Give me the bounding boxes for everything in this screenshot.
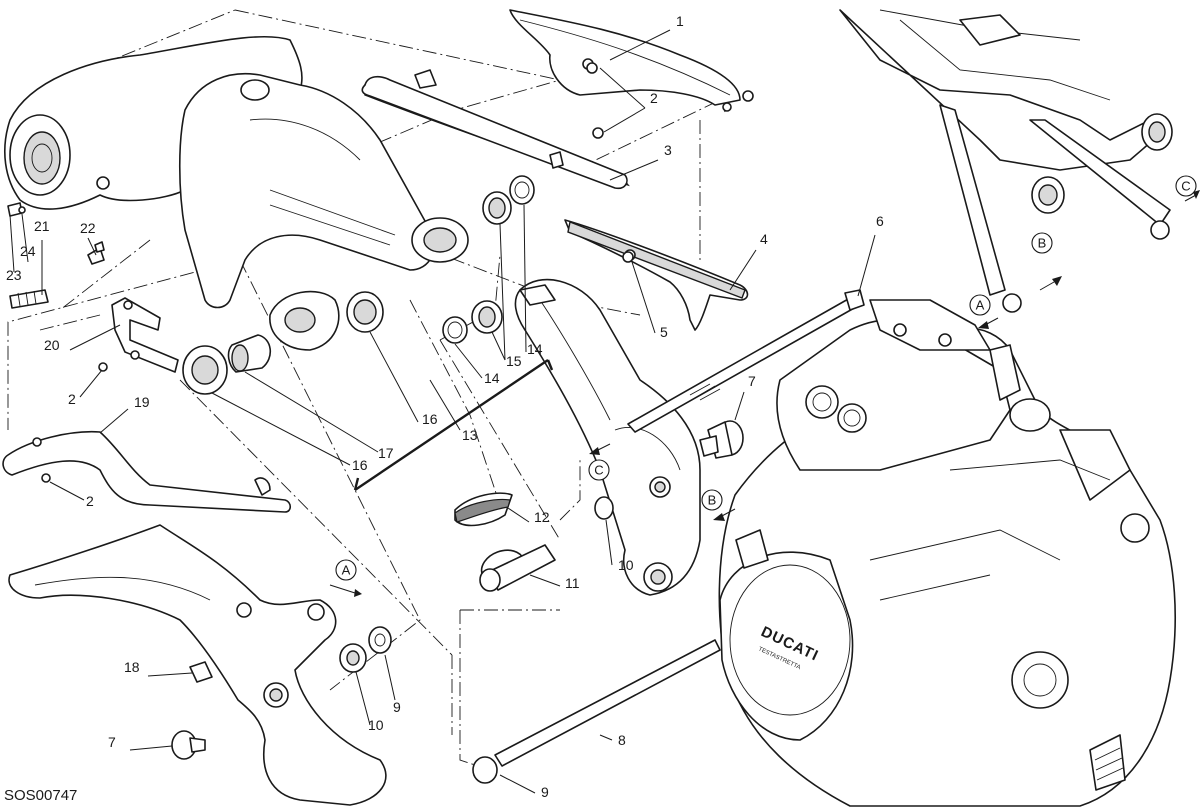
callout-label: 15 <box>506 353 522 369</box>
footrest-bracket <box>8 524 387 806</box>
callout-label: 5 <box>660 324 668 340</box>
rod-6 <box>627 289 865 433</box>
reference-marker-circle <box>335 559 357 581</box>
reference-marker: C <box>588 459 610 481</box>
reference-marker-letter: B <box>708 493 717 508</box>
callout-label: 17 <box>378 445 394 461</box>
engine: DUCATI TESTASTRETTA <box>718 299 1176 807</box>
reference-marker: B <box>1031 232 1053 254</box>
callout-label: 14 <box>527 341 543 357</box>
drawing-code: SOS00747 <box>4 787 77 804</box>
reference-arrows <box>329 190 1200 597</box>
callout-label: 6 <box>876 213 884 229</box>
callout-label: 10 <box>618 557 634 573</box>
chain-slider <box>361 69 630 190</box>
subframe <box>839 9 1173 313</box>
reference-marker: B <box>701 489 723 511</box>
callout-label: 11 <box>565 575 580 591</box>
reference-marker: C <box>1175 175 1197 197</box>
callout-label: 9 <box>393 699 401 715</box>
reference-marker-circle <box>588 459 610 481</box>
reference-marker-letter: C <box>1181 179 1190 194</box>
reference-markers: A A B B C C <box>335 175 1197 581</box>
callout-label: 22 <box>80 220 96 236</box>
callout-label: 2 <box>86 493 94 509</box>
callout-label: 2 <box>650 90 658 106</box>
callout-label: 8 <box>618 732 626 748</box>
callout-label: 16 <box>422 411 438 427</box>
reference-marker: A <box>969 294 991 316</box>
leader-lines <box>9 29 876 794</box>
bracket-20 <box>111 297 179 373</box>
callout-label: 24 <box>20 243 36 259</box>
callout-label: 12 <box>534 509 550 525</box>
callout-label: 7 <box>108 734 116 750</box>
callout-label: 1 <box>676 13 684 29</box>
reference-marker-circle <box>701 489 723 511</box>
reference-marker-circle <box>969 294 991 316</box>
reference-marker-letter: B <box>1038 236 1047 251</box>
reference-marker: A <box>335 559 357 581</box>
callout-label: 2 <box>68 391 76 407</box>
small-hardware <box>7 62 721 784</box>
swingarm <box>4 35 469 351</box>
callout-labels: 1234567899101011121314141516161718192022… <box>6 13 884 800</box>
guard-bracket-19 <box>2 430 292 513</box>
callout-label: 19 <box>134 394 150 410</box>
reference-marker-letter: A <box>342 563 351 578</box>
callout-label: 4 <box>760 231 768 247</box>
callout-label: 21 <box>34 218 50 234</box>
callout-label: 9 <box>541 784 549 800</box>
callout-label: 20 <box>44 337 60 353</box>
reference-marker-circle <box>1175 175 1197 197</box>
adjuster-7 <box>699 420 744 459</box>
callout-label: 3 <box>664 142 672 158</box>
reference-marker-letter: C <box>594 463 603 478</box>
callout-label: 10 <box>368 717 384 733</box>
callout-label: 16 <box>352 457 368 473</box>
reference-marker-letter: A <box>976 298 985 313</box>
callout-label: 7 <box>748 373 756 389</box>
callout-label: 13 <box>462 427 478 443</box>
callout-label: 18 <box>124 659 140 675</box>
callout-label: 23 <box>6 267 22 283</box>
callout-label: 14 <box>484 370 500 386</box>
group-bracket <box>353 359 554 491</box>
reference-marker-circle <box>1031 232 1053 254</box>
bearings-spacers <box>182 175 535 395</box>
eccentric-plate <box>514 278 701 596</box>
